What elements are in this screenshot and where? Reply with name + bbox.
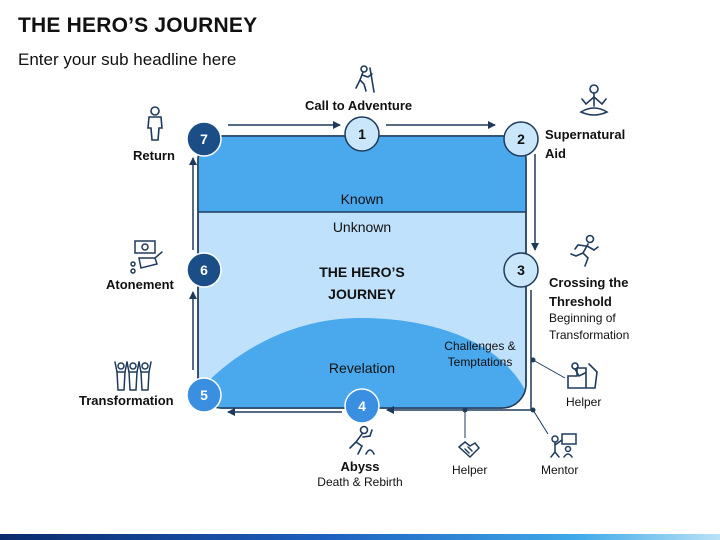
stage-3-number: 3 bbox=[517, 262, 525, 278]
stage-7-marker bbox=[186, 121, 222, 157]
mentor-icon bbox=[550, 433, 577, 458]
atonement-icon bbox=[130, 240, 163, 274]
challenges-label-line2: Temptations bbox=[447, 355, 513, 369]
stage-2-number: 2 bbox=[517, 131, 525, 147]
stage-1-label: Call to Adventure bbox=[305, 98, 413, 113]
stage-3-label-line2: Threshold bbox=[549, 294, 612, 309]
stage-1-marker bbox=[344, 116, 380, 152]
stage-3-sub-line2: Transformation bbox=[549, 328, 630, 342]
known-label: Known bbox=[340, 191, 384, 207]
unknown-label: Unknown bbox=[332, 219, 392, 235]
stage-4-number: 4 bbox=[358, 398, 366, 414]
transformation-icon bbox=[114, 361, 152, 391]
handshake-icon bbox=[457, 441, 481, 459]
helper-bottom-label: Helper bbox=[452, 463, 488, 477]
stage-3-sub-line1: Beginning of bbox=[549, 311, 616, 325]
stage-3-label-line1: Crossing the bbox=[549, 275, 629, 290]
stage-2-label-line1: Supernatural bbox=[545, 127, 626, 142]
climber-icon bbox=[355, 65, 375, 93]
stage-1-number: 1 bbox=[358, 126, 366, 142]
abyss-icon bbox=[349, 425, 375, 455]
stage-4-sub: Death & Rebirth bbox=[317, 475, 403, 489]
mentor-connector bbox=[532, 409, 549, 435]
person-icon bbox=[147, 106, 163, 141]
challenges-label-line1: Challenges & bbox=[444, 339, 516, 353]
stage-2-marker bbox=[503, 121, 539, 157]
stage-6-number: 6 bbox=[200, 262, 208, 278]
helper-right-label: Helper bbox=[566, 395, 602, 409]
stage-6-label: Atonement bbox=[106, 277, 174, 292]
helper-hand-icon bbox=[567, 362, 598, 389]
meditation-icon bbox=[579, 84, 609, 116]
stage-4-label: Abyss bbox=[340, 459, 380, 474]
stage-7-number: 7 bbox=[200, 131, 208, 147]
stage-6-marker bbox=[186, 252, 222, 288]
page-title: THE HERO’S JOURNEY bbox=[18, 14, 258, 37]
stage-3-marker bbox=[503, 252, 539, 288]
stage-7-label: Return bbox=[133, 148, 175, 163]
stage-5-marker bbox=[186, 377, 222, 413]
revelation-region bbox=[198, 318, 526, 408]
runner-icon bbox=[570, 234, 599, 267]
stage-5-number: 5 bbox=[200, 387, 208, 403]
helper-right-connector bbox=[532, 359, 566, 379]
center-title-line2: JOURNEY bbox=[328, 286, 396, 302]
stage-4-marker bbox=[344, 388, 380, 424]
page-subtitle: Enter your sub headline here bbox=[18, 50, 237, 69]
center-title-line1: THE HERO’S bbox=[319, 264, 405, 280]
stage-2-label-line2: Aid bbox=[545, 146, 566, 161]
revelation-label: Revelation bbox=[328, 360, 396, 376]
footer-accent-bar bbox=[0, 534, 720, 540]
stage-5-label: Transformation bbox=[79, 393, 174, 408]
mentor-label: Mentor bbox=[541, 463, 579, 477]
